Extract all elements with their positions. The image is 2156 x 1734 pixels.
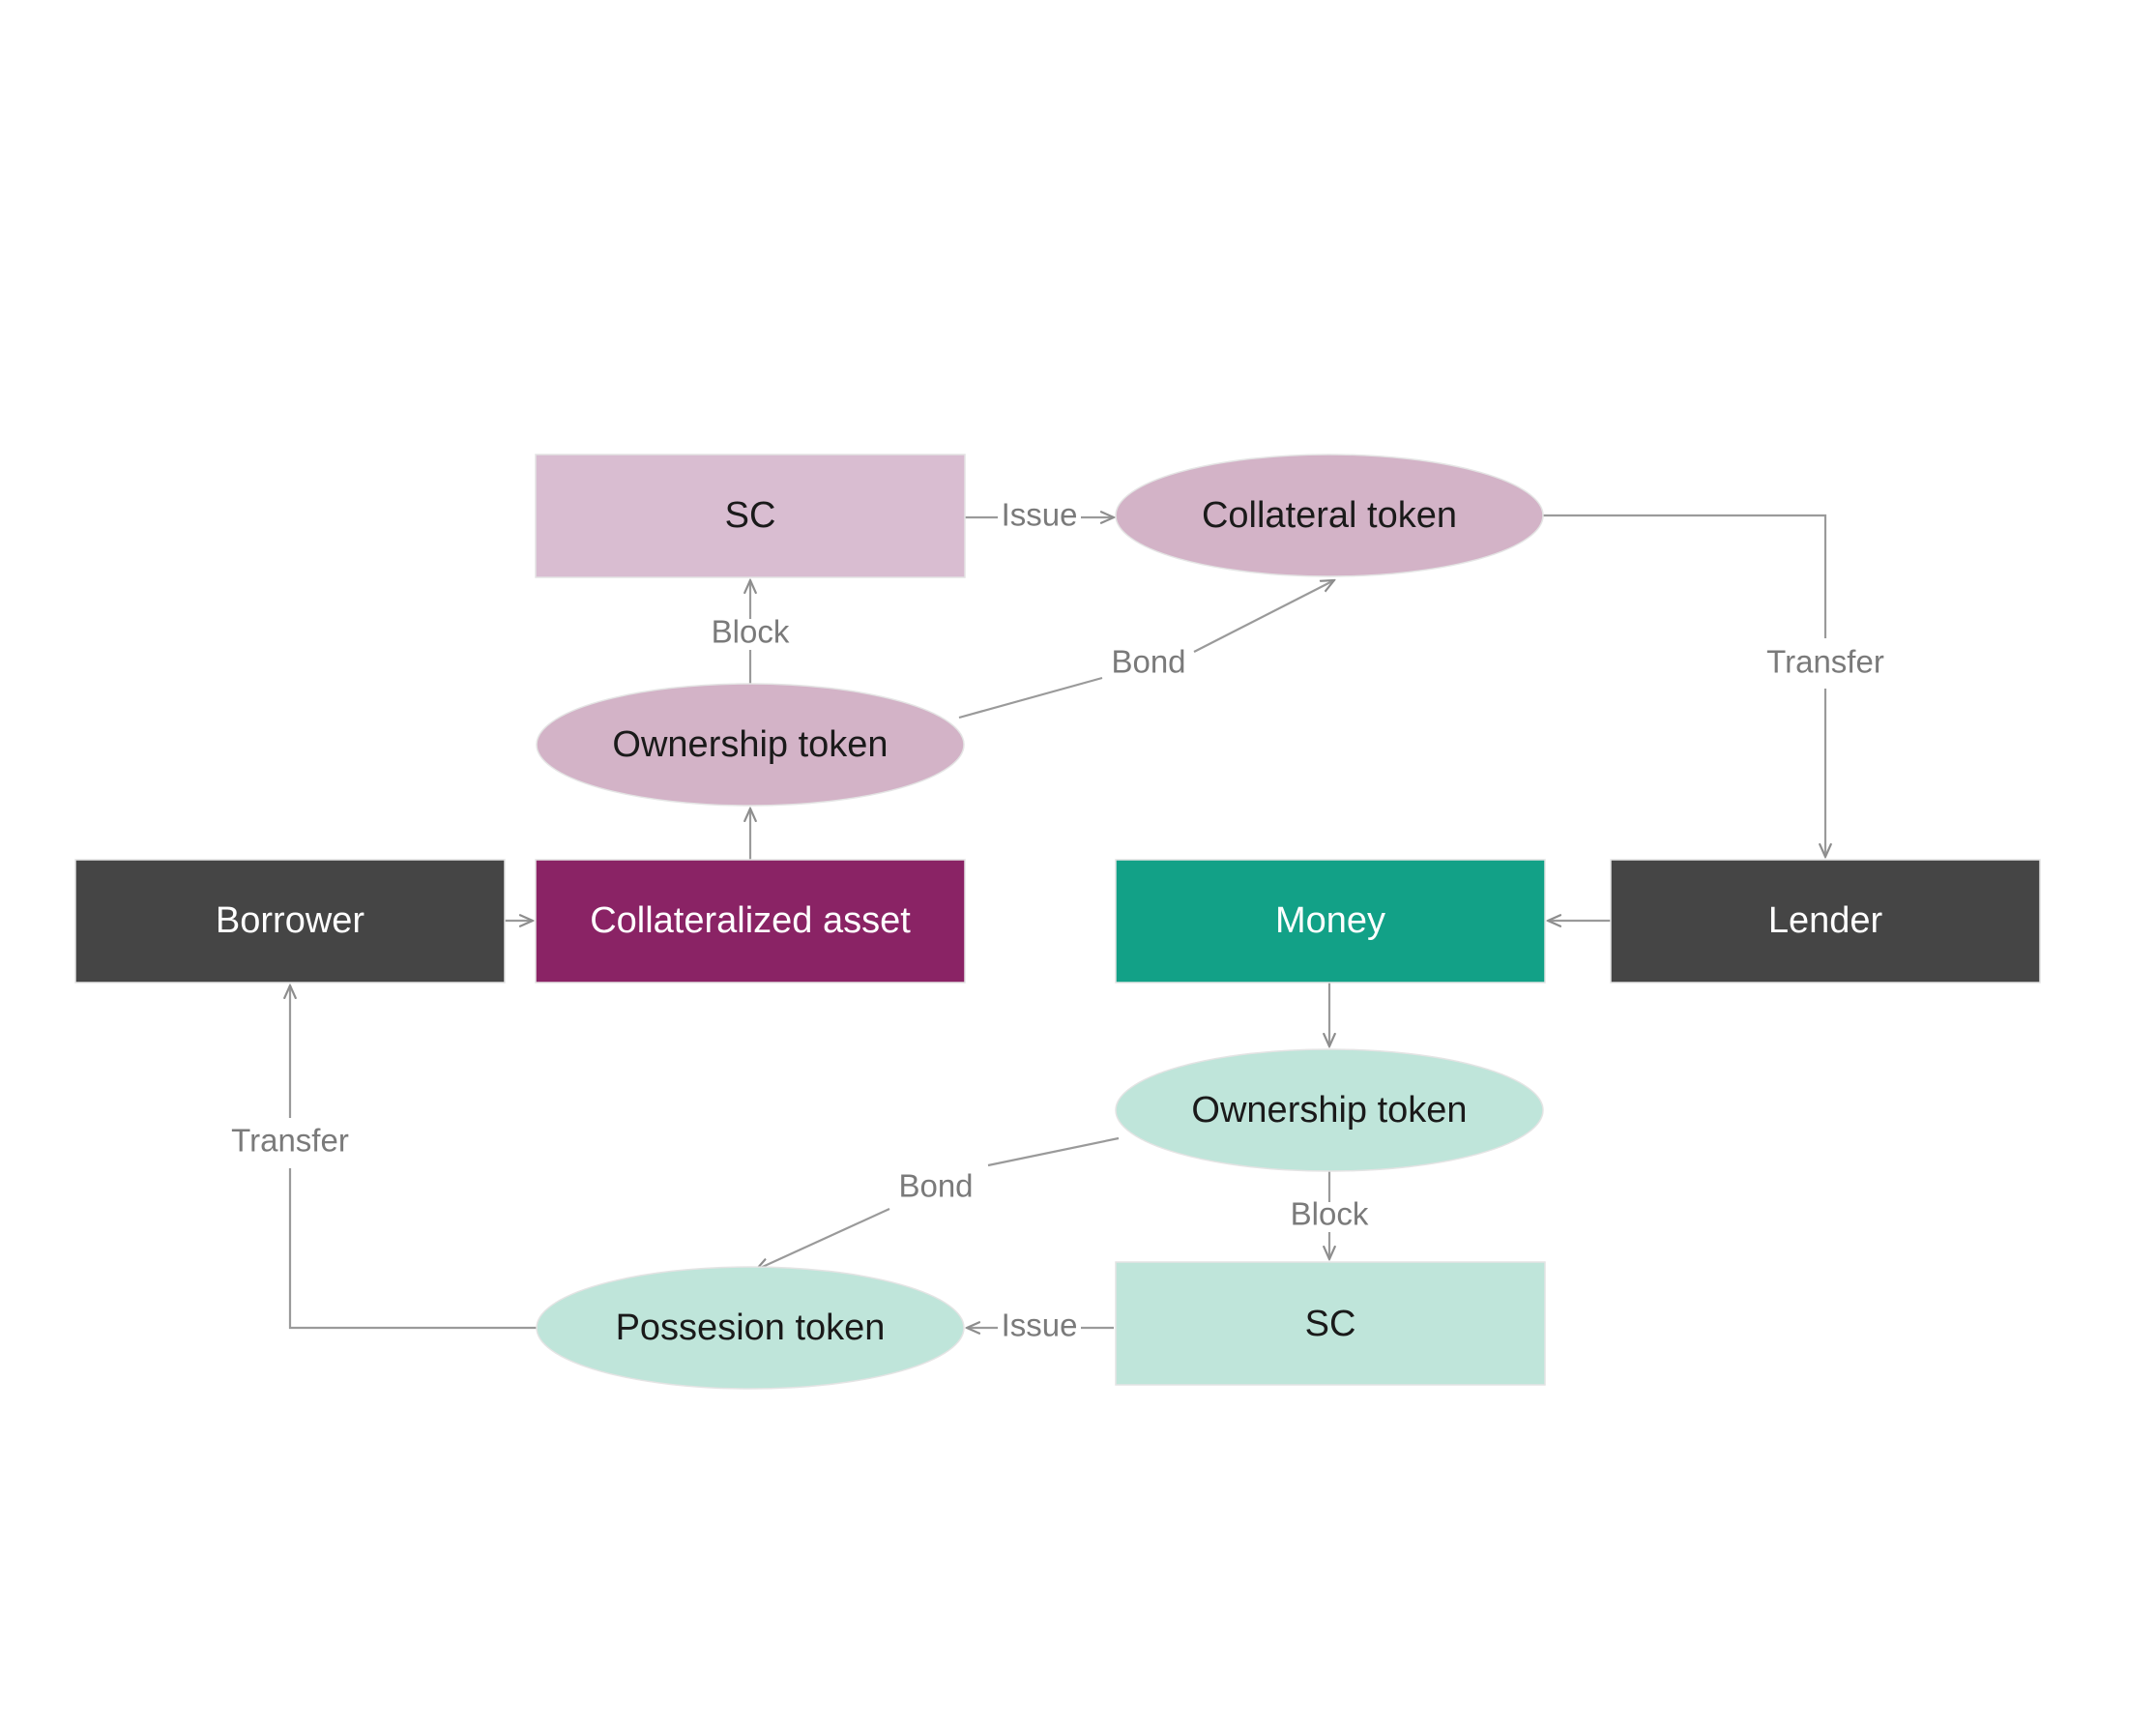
collateral-token-shape[interactable] (1115, 454, 1544, 577)
edge-label-issue-bottom: Issue (1002, 1308, 1078, 1343)
borrower-label: Borrower (216, 900, 364, 941)
possesion-token-label: Possesion token (616, 1308, 886, 1348)
sc-bottom-shape[interactable] (1115, 1261, 1546, 1386)
sc-top-label: SC (725, 495, 776, 536)
edge-label-block-top: Block (712, 614, 790, 650)
node-ownership-token-top[interactable]: Ownership token (536, 683, 965, 807)
collateralized-asset-label: Collateralized asset (590, 900, 911, 941)
edge-ownership-bond-bottom (756, 1136, 1120, 1270)
ownership-token-top-shape[interactable] (536, 683, 965, 807)
sc-bottom-label: SC (1305, 1304, 1356, 1344)
edge-ownership-bond-top (958, 580, 1334, 720)
node-collateral-token[interactable]: Collateral token (1115, 454, 1544, 577)
ownership-token-bottom-label: Ownership token (1191, 1090, 1467, 1131)
ownership-token-top-label: Ownership token (612, 724, 888, 765)
node-collateralized-asset[interactable]: Collateralized asset (535, 859, 966, 984)
collateral-token-label: Collateral token (1202, 495, 1457, 536)
node-possesion-token[interactable]: Possesion token (536, 1266, 965, 1390)
edge-label-transfer-right: Transfer (1766, 644, 1884, 680)
lender-shape[interactable] (1610, 859, 2041, 984)
possesion-token-shape[interactable] (536, 1266, 965, 1390)
edge-label-block-bottom: Block (1291, 1196, 1369, 1232)
sc-top-shape[interactable] (535, 454, 966, 578)
edge-collateral-transfer (1543, 514, 1825, 857)
lender-label: Lender (1768, 900, 1883, 941)
edge-label-bond-top: Bond (1111, 644, 1185, 680)
borrower-shape[interactable] (74, 859, 506, 984)
edge-label-issue-top: Issue (1002, 497, 1078, 533)
node-lender[interactable]: Lender (1610, 859, 2041, 984)
money-shape[interactable] (1115, 859, 1546, 984)
node-sc-bottom[interactable]: SC (1115, 1261, 1546, 1386)
node-sc-top[interactable]: SC (535, 454, 966, 578)
edge-possesion-transfer (290, 985, 537, 1330)
node-money[interactable]: Money (1115, 859, 1546, 984)
ownership-token-bottom-shape[interactable] (1115, 1048, 1544, 1172)
node-ownership-token-bottom[interactable]: Ownership token (1115, 1048, 1544, 1172)
money-label: Money (1275, 900, 1385, 941)
node-borrower[interactable]: Borrower (74, 859, 506, 984)
edge-label-bond-bottom: Bond (898, 1168, 973, 1204)
edge-label-transfer-left: Transfer (231, 1123, 349, 1159)
collateralized-asset-shape[interactable] (535, 859, 966, 984)
